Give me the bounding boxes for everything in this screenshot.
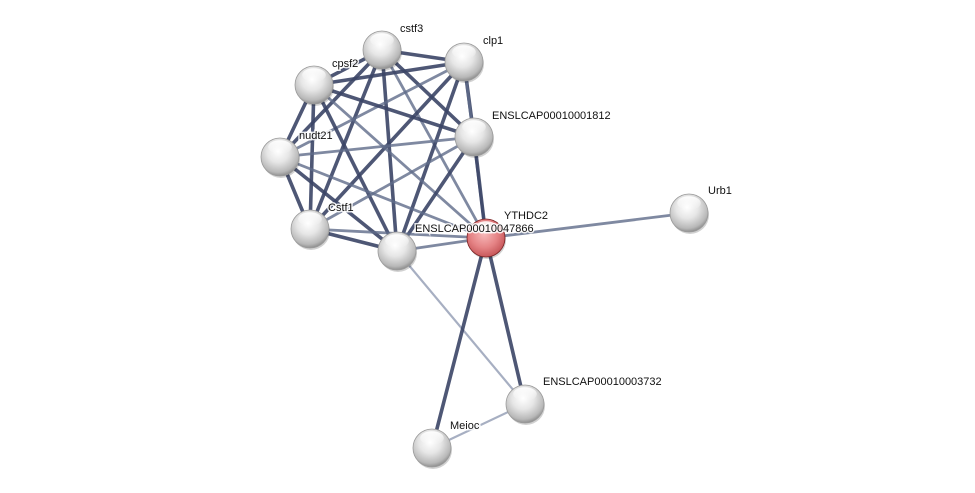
- node-highlight: [385, 234, 409, 248]
- node-Cstf1[interactable]: [290, 209, 330, 250]
- node-highlight: [462, 120, 486, 134]
- node-label-Urb1: Urb1: [708, 185, 732, 197]
- node-ENSLCAP00010047866[interactable]: [377, 231, 417, 272]
- node-ENSLCAP00010001812[interactable]: [454, 117, 494, 158]
- edge-cstf3-nudt21[interactable]: [278, 48, 384, 159]
- node-highlight: [298, 212, 322, 226]
- node-label-cstf3: cstf3: [400, 23, 423, 35]
- nodes-layer: [260, 30, 709, 469]
- node-Meioc[interactable]: [412, 428, 452, 469]
- node-highlight: [474, 221, 498, 235]
- node-highlight: [677, 196, 701, 210]
- edge-ENSLCAP00010047866-ENSLCAP00010003732[interactable]: [395, 249, 527, 406]
- edge-cpsf2-ENSLCAP00010047866[interactable]: [312, 83, 399, 253]
- node-label-ENSLCAP00010047866: ENSLCAP00010047866: [415, 223, 534, 235]
- edge-clp1-ENSLCAP00010047866[interactable]: [395, 60, 466, 253]
- node-nudt21[interactable]: [260, 137, 300, 178]
- node-label-ENSLCAP00010001812: ENSLCAP00010001812: [492, 110, 611, 122]
- edge-YTHDC2-ENSLCAP00010003732[interactable]: [484, 236, 527, 406]
- node-highlight: [268, 140, 292, 154]
- node-label-clp1: clp1: [483, 35, 503, 47]
- edge-cpsf2-Cstf1[interactable]: [308, 83, 316, 231]
- node-label-cpsf2: cpsf2: [332, 58, 358, 70]
- edge-nudt21-YTHDC2[interactable]: [278, 155, 488, 240]
- node-clp1[interactable]: [444, 42, 484, 83]
- node-label-Cstf1: Cstf1: [328, 202, 354, 214]
- node-cpsf2[interactable]: [294, 65, 334, 106]
- node-label-nudt21: nudt21: [299, 130, 333, 142]
- node-highlight: [513, 387, 537, 401]
- edge-cpsf2-YTHDC2[interactable]: [312, 83, 488, 240]
- edge-nudt21-ENSLCAP00010047866[interactable]: [278, 155, 399, 253]
- edge-ENSLCAP00010001812-nudt21[interactable]: [278, 135, 476, 159]
- node-label-ENSLCAP00010003732: ENSLCAP00010003732: [543, 376, 662, 388]
- edge-clp1-cpsf2[interactable]: [312, 60, 466, 87]
- edge-cpsf2-ENSLCAP00010001812[interactable]: [312, 83, 476, 139]
- edge-YTHDC2-Meioc[interactable]: [430, 236, 488, 450]
- node-highlight: [302, 68, 326, 82]
- node-cstf3[interactable]: [362, 30, 402, 71]
- edge-ENSLCAP00010001812-Cstf1[interactable]: [308, 135, 476, 231]
- edge-ENSLCAP00010001812-ENSLCAP00010047866[interactable]: [395, 135, 476, 253]
- node-YTHDC2[interactable]: [466, 218, 506, 259]
- edge-cstf3-Cstf1[interactable]: [308, 48, 384, 231]
- node-ENSLCAP00010003732[interactable]: [505, 384, 545, 425]
- node-highlight: [370, 33, 394, 47]
- node-highlight: [452, 45, 476, 59]
- node-label-Meioc: Meioc: [450, 420, 480, 432]
- edge-YTHDC2-Urb1[interactable]: [484, 211, 691, 240]
- node-Urb1[interactable]: [669, 193, 709, 234]
- node-label-YTHDC2: YTHDC2: [504, 210, 548, 222]
- node-highlight: [420, 431, 444, 445]
- edge-cstf3-ENSLCAP00010001812[interactable]: [380, 48, 476, 139]
